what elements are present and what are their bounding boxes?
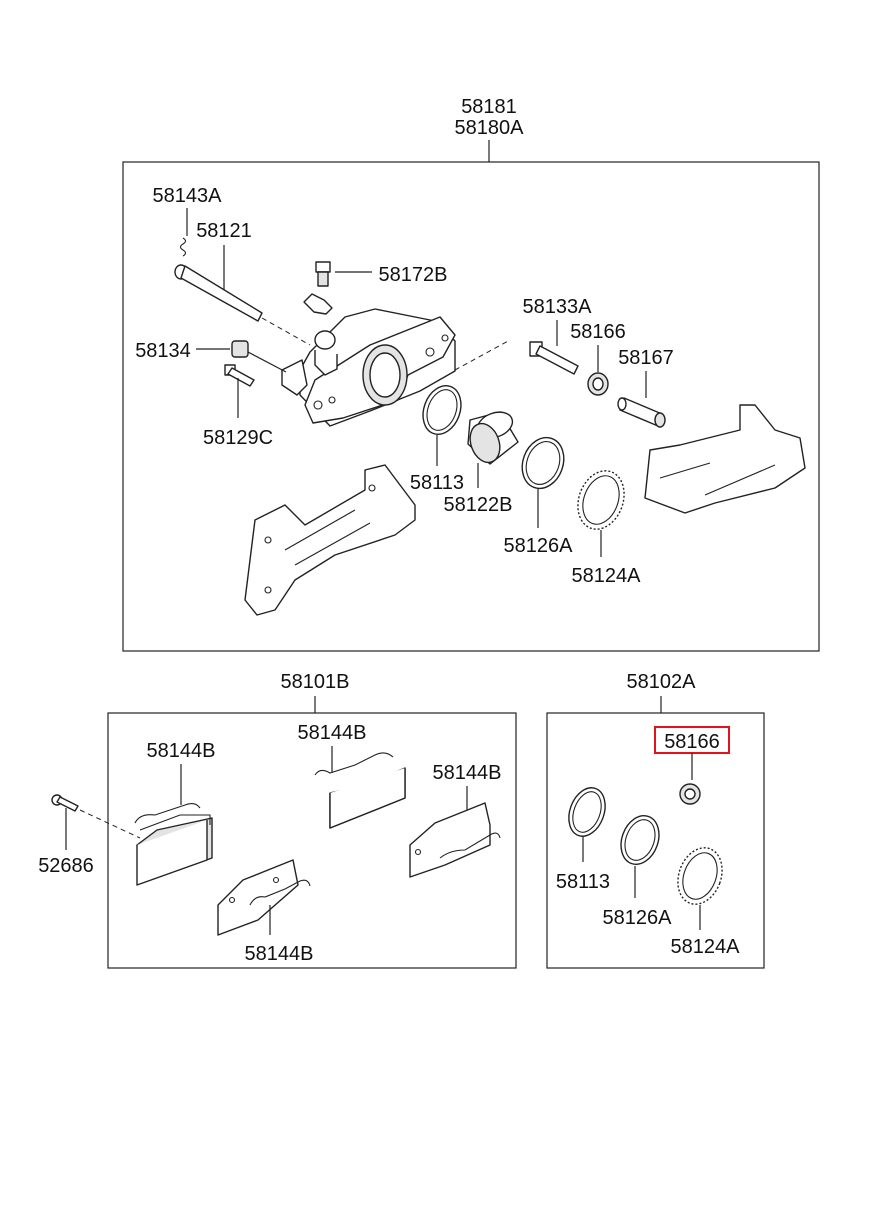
label-58144B-2[interactable]: 58144B <box>298 722 367 744</box>
seal-part <box>422 385 462 435</box>
seal-kit-ring-part <box>620 815 660 865</box>
label-58166-highlighted[interactable]: 58166 <box>664 731 720 753</box>
boot-top-part <box>587 372 609 396</box>
label-52686[interactable]: 52686 <box>38 855 94 877</box>
pad-bolt-part <box>51 794 79 812</box>
label-58144B-3[interactable]: 58144B <box>433 762 502 784</box>
label-58129C[interactable]: 58129C <box>203 427 273 449</box>
guide-bolt-part <box>174 264 263 322</box>
brake-pad-4-part <box>217 859 311 936</box>
label-58144B-4[interactable]: 58144B <box>245 943 314 965</box>
spring-pin-part <box>179 237 187 257</box>
piston-part <box>467 411 519 465</box>
label-58143A[interactable]: 58143A <box>153 185 223 207</box>
label-58113-kit[interactable]: 58113 <box>556 871 610 893</box>
label-58126A-kit[interactable]: 58126A <box>603 907 673 929</box>
label-58134[interactable]: 58134 <box>135 340 191 362</box>
label-58166-top[interactable]: 58166 <box>570 321 626 343</box>
label-58124A-top[interactable]: 58124A <box>572 565 642 587</box>
label-58124A-kit[interactable]: 58124A <box>671 936 741 958</box>
caliper-body-part <box>281 308 456 427</box>
dash-guide-bolt <box>261 317 311 346</box>
caliper-bracket-part <box>244 464 416 616</box>
label-58113-top[interactable]: 58113 <box>410 472 464 494</box>
boot-kit-part <box>679 783 701 805</box>
pin-bolt-part <box>529 341 579 375</box>
label-58180A[interactable]: 58180A <box>455 117 525 139</box>
dash-pin-bolt <box>454 339 511 371</box>
seal-kit-frame <box>546 712 765 969</box>
label-58172B[interactable]: 58172B <box>379 264 448 286</box>
brake-pad-2-part <box>314 752 406 829</box>
label-58167[interactable]: 58167 <box>618 347 674 369</box>
bleeder-clip-part <box>303 293 333 315</box>
label-58121[interactable]: 58121 <box>196 220 252 242</box>
big-ring-part <box>577 470 625 530</box>
bleeder-screw-part <box>315 261 331 287</box>
dash-pad-bolt <box>79 809 141 839</box>
lower-bolt-part <box>224 364 255 387</box>
label-58133A[interactable]: 58133A <box>523 296 593 318</box>
seal-kit-big-ring-part <box>677 847 723 905</box>
label-58144B-1[interactable]: 58144B <box>147 740 216 762</box>
label-58101B[interactable]: 58101B <box>281 671 350 693</box>
bushing-part <box>231 340 249 358</box>
pad-kit-frame <box>107 712 517 969</box>
boot-ring-part <box>521 436 565 490</box>
label-58122B[interactable]: 58122B <box>444 494 513 516</box>
brake-pad-1-part <box>134 802 213 886</box>
caliper-housing-right-part <box>644 404 806 514</box>
link-58134 <box>247 351 287 373</box>
label-58181[interactable]: 58181 <box>461 96 517 118</box>
sleeve-part <box>617 397 666 428</box>
caliper-assembly-frame <box>122 161 820 652</box>
seal-kit-seal-part <box>568 787 606 837</box>
label-58126A-top[interactable]: 58126A <box>504 535 574 557</box>
brake-pad-3-part <box>409 802 501 878</box>
label-58102A[interactable]: 58102A <box>627 671 697 693</box>
